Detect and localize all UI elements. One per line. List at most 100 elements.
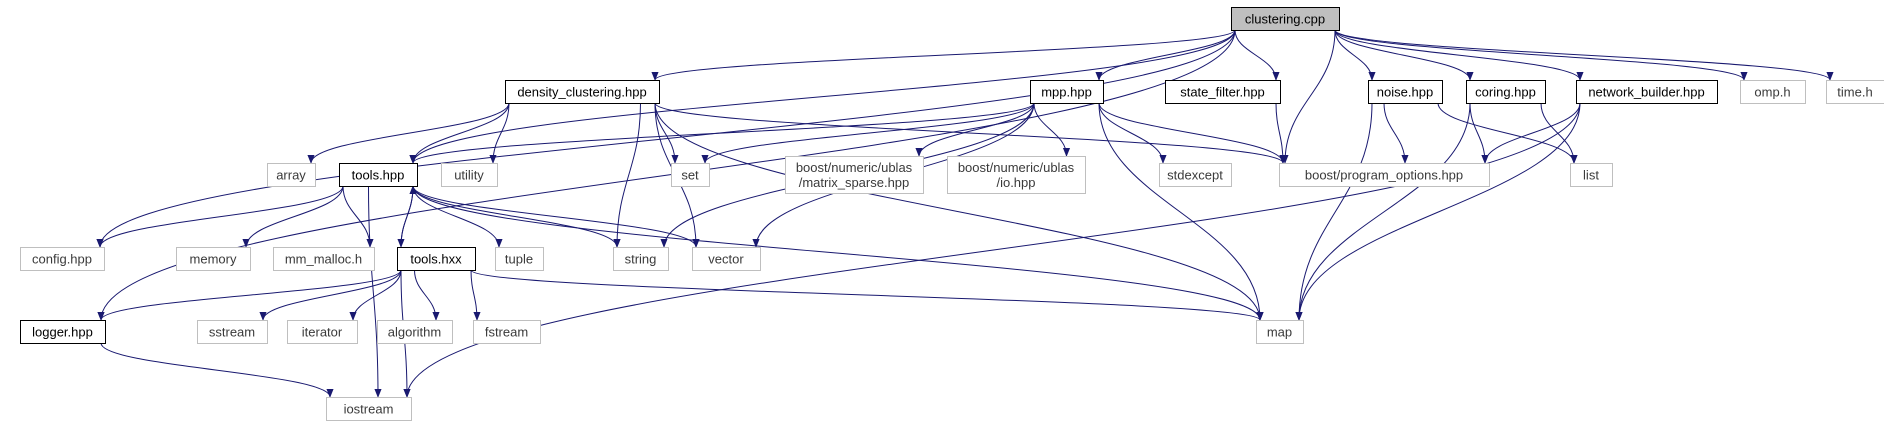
node-state-filter[interactable]: state_filter.hpp xyxy=(1165,80,1281,104)
node-label: logger.hpp xyxy=(32,325,93,340)
node-label: sstream xyxy=(209,325,255,340)
edge-density-clustering-to-program-options xyxy=(654,102,1287,164)
edge-tools-hxx-to-sstream xyxy=(259,269,402,321)
node-label: density_clustering.hpp xyxy=(517,85,646,100)
edge-mpp-to-map xyxy=(1098,102,1264,321)
node-ublas-sparse: boost/numeric/ublas/matrix_sparse.hpp xyxy=(785,156,924,194)
edge-tools-hxx-to-fstream xyxy=(470,269,481,321)
node-network-builder[interactable]: network_builder.hpp xyxy=(1576,80,1718,104)
node-box xyxy=(1231,7,1340,31)
node-tools-hpp[interactable]: tools.hpp xyxy=(339,163,418,187)
node-iostream: iostream xyxy=(326,397,412,421)
node-box xyxy=(1466,80,1546,104)
edge-clustering-to-program-options xyxy=(1281,29,1336,164)
node-box xyxy=(671,163,710,187)
node-box xyxy=(441,163,498,187)
node-box xyxy=(273,247,375,271)
edge-density-clustering-to-string xyxy=(613,102,641,248)
node-box xyxy=(20,247,105,271)
node-label: utility xyxy=(454,168,484,183)
node-program-options: boost/program_options.hpp xyxy=(1279,163,1490,187)
edge-tools-hpp-to-map xyxy=(412,185,1264,321)
node-clustering[interactable]: clustering.cpp xyxy=(1231,7,1340,31)
edge-tools-hpp-to-vector xyxy=(412,185,700,248)
node-box xyxy=(267,163,316,187)
node-label: fstream xyxy=(485,325,528,340)
edge-noise-to-map xyxy=(1295,102,1373,321)
edge-clustering-to-config xyxy=(96,29,1236,248)
edge-mpp-to-set xyxy=(701,102,1035,164)
node-label: tools.hxx xyxy=(410,252,462,267)
edge-logger-to-iostream xyxy=(100,342,334,398)
node-box xyxy=(1740,80,1806,104)
node-box xyxy=(339,163,418,187)
node-box xyxy=(473,320,541,344)
node-box xyxy=(1165,80,1281,104)
edge-clustering-to-noise xyxy=(1334,29,1376,81)
edge-clustering-to-time xyxy=(1334,29,1834,81)
node-box xyxy=(20,320,106,344)
node-box xyxy=(613,247,669,271)
node-label: stdexcept xyxy=(1167,168,1223,183)
edge-noise-to-list xyxy=(1437,102,1578,164)
node-box xyxy=(1368,80,1443,104)
node-label: time.h xyxy=(1837,85,1872,100)
node-box xyxy=(1030,80,1104,104)
edge-mpp-to-tools-hpp xyxy=(409,102,1035,164)
node-label: set xyxy=(681,168,699,183)
edge-tools-hxx-to-logger xyxy=(97,269,402,321)
node-label: noise.hpp xyxy=(1377,85,1433,100)
node-box xyxy=(1279,163,1490,187)
node-omp: omp.h xyxy=(1740,80,1806,104)
node-density-clustering[interactable]: density_clustering.hpp xyxy=(505,80,660,104)
nodes-layer: clustering.cpp density_clustering.hpp mpp.… xyxy=(20,7,1884,421)
node-sstream: sstream xyxy=(197,320,268,344)
node-tools-hxx[interactable]: tools.hxx xyxy=(397,247,476,271)
node-logger[interactable]: logger.hpp xyxy=(20,320,106,344)
node-label: config.hpp xyxy=(32,252,92,267)
node-box xyxy=(377,320,453,344)
node-label: mm_malloc.h xyxy=(285,252,362,267)
edge-state-filter-to-program-options xyxy=(1275,102,1287,164)
edge-network-builder-to-map xyxy=(1295,102,1581,321)
edge-coring-to-map xyxy=(1295,102,1471,321)
node-label: tools.hpp xyxy=(352,168,405,183)
node-label: coring.hpp xyxy=(1475,85,1536,100)
node-box xyxy=(1576,80,1718,104)
edge-tools-hpp-to-mm-malloc xyxy=(342,185,374,248)
edge-clustering-to-omp xyxy=(1334,29,1748,81)
node-box xyxy=(692,247,761,271)
edge-clustering-to-mpp xyxy=(1095,29,1236,81)
node-set: set xyxy=(671,163,710,187)
node-iterator: iterator xyxy=(287,320,358,344)
node-box xyxy=(1826,80,1884,104)
edge-clustering-to-tools-hpp xyxy=(409,29,1236,164)
edge-density-clustering-to-map xyxy=(654,102,1264,321)
node-string: string xyxy=(613,247,669,271)
node-vector: vector xyxy=(692,247,761,271)
node-mpp[interactable]: mpp.hpp xyxy=(1030,80,1104,104)
edge-tools-hpp-to-memory xyxy=(242,185,344,248)
node-box xyxy=(287,320,358,344)
edge-noise-to-program-options xyxy=(1383,102,1409,164)
node-label: memory xyxy=(190,252,237,267)
node-label: boost/numeric/ublas xyxy=(796,160,913,175)
node-stdexcept: stdexcept xyxy=(1159,163,1232,187)
edge-clustering-to-density-clustering xyxy=(651,29,1236,81)
edge-coring-to-program-options xyxy=(1469,102,1489,164)
edge-clustering-to-coring xyxy=(1334,29,1474,81)
edge-clustering-to-state-filter xyxy=(1234,29,1280,81)
node-label: omp.h xyxy=(1754,85,1790,100)
node-algorithm: algorithm xyxy=(377,320,453,344)
node-config: config.hpp xyxy=(20,247,105,271)
node-utility: utility xyxy=(441,163,498,187)
node-box xyxy=(326,397,412,421)
edge-tools-hxx-to-iterator xyxy=(349,269,402,321)
node-array: array xyxy=(267,163,316,187)
node-coring[interactable]: coring.hpp xyxy=(1466,80,1546,104)
node-noise[interactable]: noise.hpp xyxy=(1368,80,1443,104)
node-tuple: tuple xyxy=(495,247,544,271)
edge-mpp-to-ublas-io xyxy=(1033,102,1071,157)
node-label: mpp.hpp xyxy=(1041,85,1092,100)
